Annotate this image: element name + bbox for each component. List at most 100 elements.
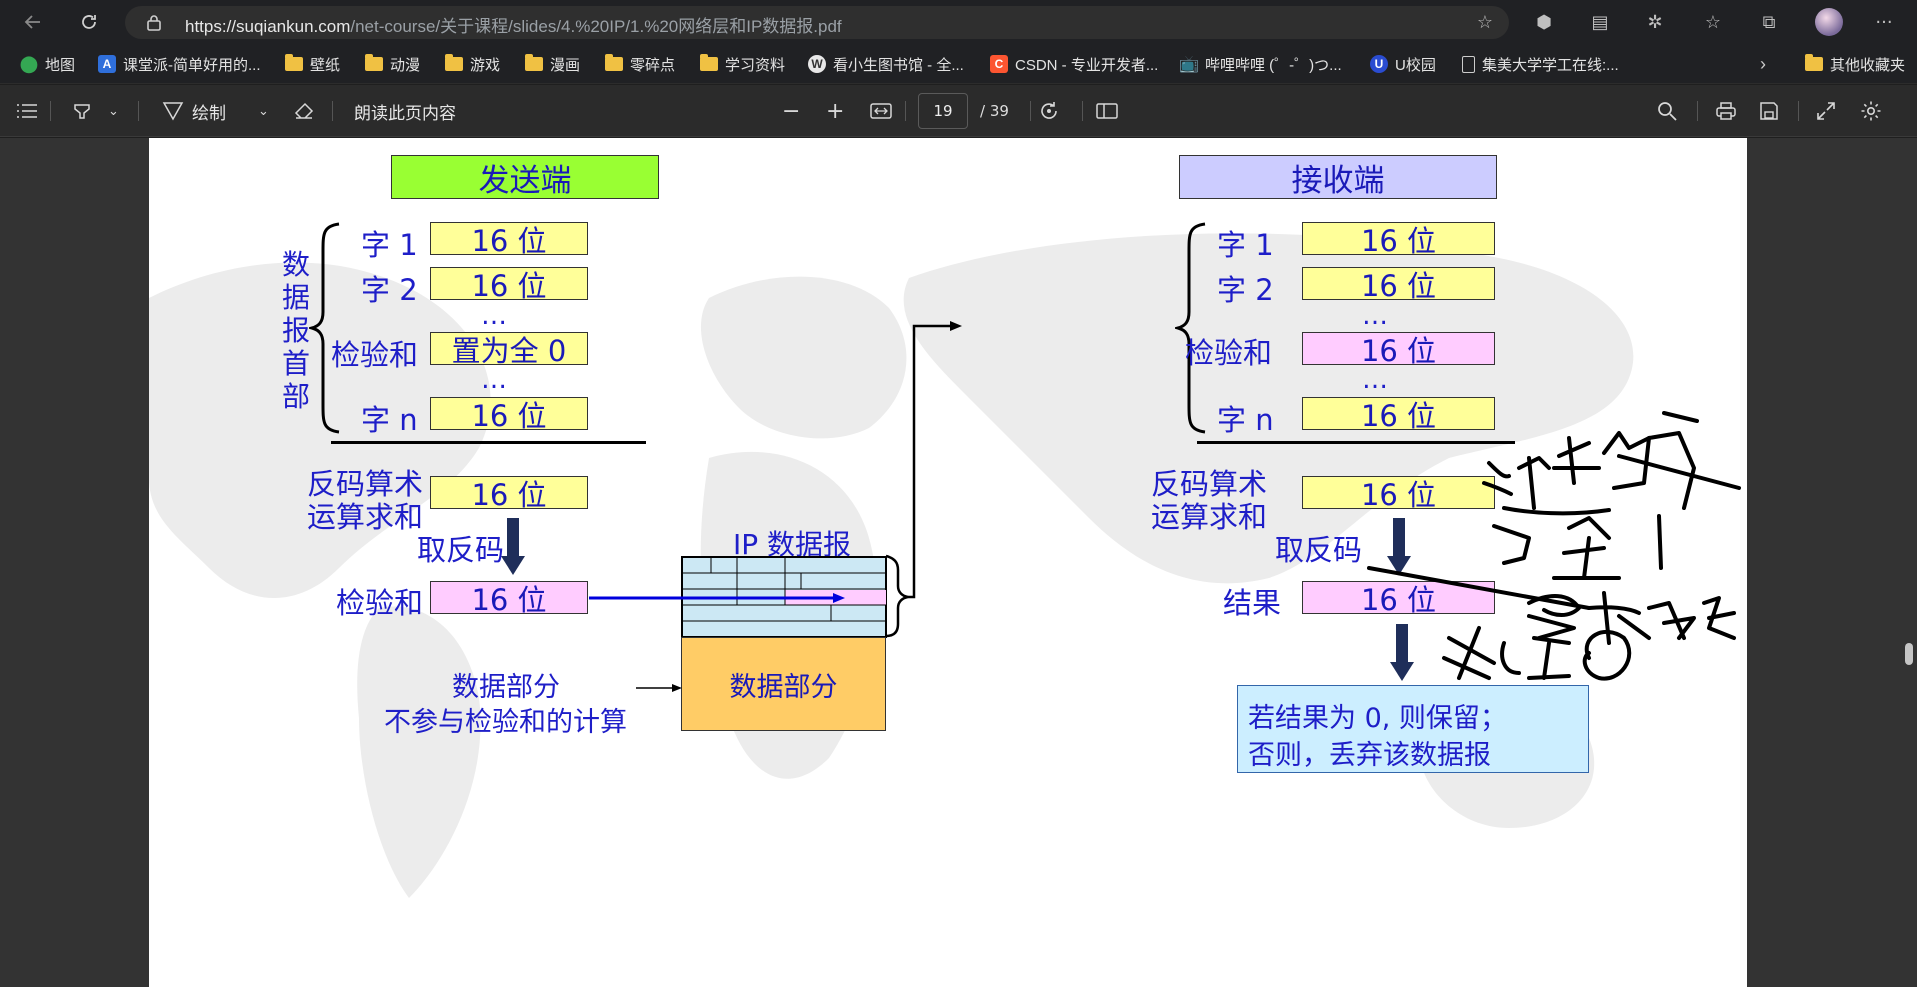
sender-checksum-label: 检验和 bbox=[336, 586, 424, 620]
bookmark-item[interactable]: 学习资料 bbox=[700, 54, 785, 74]
print-icon[interactable] bbox=[1715, 98, 1737, 124]
sender-checksum-result: 16 位 bbox=[430, 581, 588, 617]
favorites-icon[interactable]: ☆ bbox=[1704, 11, 1722, 33]
add-favorite-icon[interactable]: ☆ bbox=[1476, 12, 1493, 33]
clipboard-extension-icon[interactable]: ▤ bbox=[1591, 11, 1609, 33]
receiver-row-label: 字 2 bbox=[1217, 273, 1274, 307]
bookmark-item[interactable]: C CSDN - 专业开发者... bbox=[990, 54, 1158, 74]
bookmark-item[interactable]: 📺哔哩哔哩 (゜-゜)つ... bbox=[1179, 54, 1342, 74]
bookmark-label: 动漫 bbox=[390, 56, 421, 74]
bookmark-label: 其他收藏夹 bbox=[1830, 56, 1906, 74]
bookmark-label: 地图 bbox=[45, 56, 76, 74]
bookmark-item[interactable]: 漫画 bbox=[525, 54, 580, 74]
collections-icon[interactable]: ⧉ bbox=[1762, 11, 1776, 33]
receiver-connector bbox=[885, 321, 962, 638]
profile-avatar[interactable] bbox=[1815, 8, 1843, 36]
bookmarks-overflow-chevron-icon[interactable]: › bbox=[1760, 53, 1766, 74]
draw-pen-icon bbox=[162, 102, 184, 121]
page-number-input[interactable]: 19 bbox=[918, 93, 968, 129]
back-icon[interactable] bbox=[18, 7, 48, 37]
csdn-icon: C bbox=[990, 55, 1008, 73]
draw-label: 绘制 bbox=[192, 103, 226, 124]
refresh-icon[interactable] bbox=[74, 7, 104, 37]
bookmark-item[interactable]: 游戏 bbox=[445, 54, 500, 74]
sender-field: 16 位 bbox=[430, 267, 588, 303]
pdf-viewer[interactable]: 发送端 数 据 报 首 部 字 1 16 位 字 2 16 位 … 检验和 置为… bbox=[0, 138, 1917, 987]
bookmark-label: 看小生图书馆 - 全... bbox=[833, 56, 964, 74]
table-of-contents-icon[interactable] bbox=[16, 98, 38, 124]
datagram-header-label: 数 据 报 首 部 bbox=[281, 248, 310, 413]
bookmark-label: 哔哩哔哩 (゜-゜)つ... bbox=[1205, 56, 1342, 74]
receiver-field: 16 位 bbox=[1302, 397, 1495, 433]
sender-row-label: 检验和 bbox=[331, 338, 419, 372]
pdf-toolbar: ⌄ 绘制 ⌄ 朗读此页内容 − + 19 / 39 bbox=[0, 85, 1917, 137]
receiver-row-label: 检验和 bbox=[1185, 336, 1273, 370]
fullscreen-icon[interactable] bbox=[1816, 98, 1836, 124]
ellipsis: … bbox=[1362, 365, 1388, 395]
checksum-insert-arrow bbox=[589, 593, 845, 603]
datagram-data-part: 数据部分 bbox=[681, 637, 886, 731]
bookmark-label: CSDN - 专业开发者... bbox=[1015, 56, 1159, 74]
bookmark-item[interactable]: 集美大学学工在线:... bbox=[1462, 54, 1619, 74]
verdict-box: 若结果为 0, 则保留； 否则，丢弃该数据报 bbox=[1237, 685, 1589, 773]
rotate-icon[interactable] bbox=[1038, 98, 1060, 124]
sender-sum-label: 运算求和 bbox=[307, 500, 424, 534]
bookmark-item[interactable]: 动漫 bbox=[365, 54, 420, 74]
lock-icon[interactable] bbox=[147, 14, 161, 35]
bookmark-item[interactable]: 壁纸 bbox=[285, 54, 340, 74]
datagram-title: IP 数据报 bbox=[733, 528, 852, 561]
result-down-arrow bbox=[1390, 624, 1414, 681]
bookmark-item[interactable]: 零碎点 bbox=[605, 54, 675, 74]
note-arrow bbox=[636, 684, 682, 692]
receiver-result-field: 16 位 bbox=[1302, 581, 1495, 617]
zoom-in-icon[interactable]: + bbox=[826, 98, 845, 124]
maps-icon: ⬤ bbox=[20, 56, 38, 73]
highlight-dropdown-chevron-icon[interactable]: ⌄ bbox=[108, 103, 119, 119]
folder-icon bbox=[445, 54, 463, 71]
url-path: /net-course/关于课程/slides/4.%20IP/1.%20网络层… bbox=[350, 17, 842, 36]
bookmark-item[interactable]: ⬤ 地图 bbox=[20, 54, 75, 74]
receiver-down-arrow bbox=[1387, 518, 1411, 575]
ellipsis: … bbox=[1362, 301, 1388, 331]
verdict-line: 若结果为 0, 则保留； bbox=[1248, 703, 1507, 734]
receiver-sum-label: 运算求和 bbox=[1151, 500, 1268, 534]
highlight-icon[interactable] bbox=[72, 98, 92, 124]
bookmark-label: 学习资料 bbox=[725, 56, 786, 74]
more-menu-icon[interactable]: ··· bbox=[1875, 11, 1893, 33]
draw-dropdown-chevron-icon[interactable]: ⌄ bbox=[258, 103, 269, 119]
zoom-out-icon[interactable]: − bbox=[782, 98, 801, 124]
sender-down-arrow bbox=[501, 518, 525, 575]
url-text[interactable]: https://suqiankun.com/net-course/关于课程/sl… bbox=[185, 12, 842, 37]
draw-button[interactable]: 绘制 bbox=[162, 98, 226, 124]
shield-extension-icon[interactable]: ⬢ bbox=[1536, 11, 1552, 33]
receiver-brace bbox=[1175, 222, 1206, 434]
sender-checksum-field: 置为全 0 bbox=[430, 332, 588, 368]
receiver-field: 16 位 bbox=[1302, 222, 1495, 258]
bookmark-label: U校园 bbox=[1395, 56, 1436, 74]
page-view-icon[interactable] bbox=[1096, 98, 1118, 124]
address-bar[interactable]: https://suqiankun.com/net-course/关于课程/sl… bbox=[125, 6, 1509, 39]
extensions-icon[interactable]: ✲ bbox=[1647, 11, 1663, 33]
fit-width-icon[interactable] bbox=[870, 98, 892, 124]
sender-sum-line bbox=[331, 441, 646, 444]
url-host: https://suqiankun.com bbox=[185, 17, 351, 36]
datagram-note: 数据部分 bbox=[452, 672, 560, 703]
folder-icon bbox=[525, 54, 543, 71]
sender-invert-label: 取反码 bbox=[417, 533, 505, 567]
scrollbar-thumb[interactable] bbox=[1905, 643, 1913, 665]
eraser-icon[interactable] bbox=[293, 98, 315, 124]
bookmark-label: 课堂派-简单好用的... bbox=[123, 56, 261, 74]
search-icon[interactable] bbox=[1657, 98, 1677, 124]
bookmark-label: 游戏 bbox=[470, 56, 501, 74]
bookmark-label: 集美大学学工在线:... bbox=[1482, 56, 1619, 74]
receiver-result-label: 结果 bbox=[1223, 586, 1282, 620]
settings-gear-icon[interactable] bbox=[1860, 98, 1882, 124]
read-aloud-button[interactable]: 朗读此页内容 bbox=[354, 98, 456, 124]
save-icon[interactable] bbox=[1759, 98, 1779, 124]
datagram-note: 不参与检验和的计算 bbox=[384, 707, 627, 738]
other-bookmarks-folder[interactable]: 其他收藏夹 bbox=[1805, 54, 1905, 74]
